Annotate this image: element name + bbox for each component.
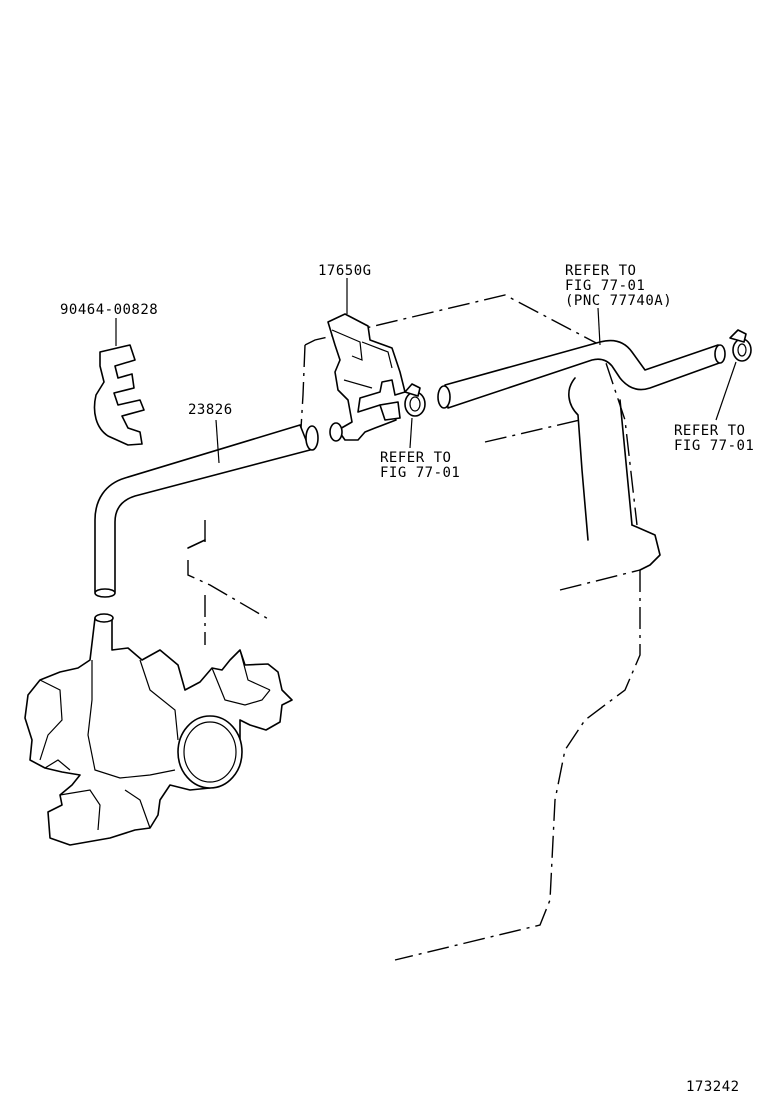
clamp-right bbox=[715, 329, 752, 421]
label-17650g: 17650G bbox=[318, 263, 372, 279]
leader-23826 bbox=[215, 419, 220, 464]
throttle-body bbox=[24, 613, 293, 846]
hose-23826 bbox=[94, 419, 319, 598]
label-refer-right-1: REFER TO bbox=[674, 423, 745, 439]
intake-pipe bbox=[187, 377, 661, 571]
label-refer-top-2: FIG 77-01 bbox=[565, 278, 645, 294]
valve-17650g bbox=[327, 278, 406, 442]
label-refer-top-3: (PNC 77740A) bbox=[565, 293, 672, 309]
leader-refer-top bbox=[597, 307, 601, 346]
label-refer-top-1: REFER TO bbox=[565, 263, 636, 279]
figure-number: 173242 bbox=[686, 1079, 740, 1095]
label-refer-mid-2: FIG 77-01 bbox=[380, 465, 460, 481]
label-23826: 23826 bbox=[188, 402, 233, 418]
leader-refer-right bbox=[715, 361, 737, 421]
leader-refer-mid bbox=[409, 417, 413, 449]
label-refer-mid-1: REFER TO bbox=[380, 450, 451, 466]
label-90464-00828: 90464-00828 bbox=[60, 302, 158, 318]
hose-right bbox=[437, 307, 726, 409]
clamp-middle bbox=[404, 383, 426, 449]
label-refer-right-2: FIG 77-01 bbox=[674, 438, 754, 454]
bracket-90464 bbox=[93, 318, 145, 446]
